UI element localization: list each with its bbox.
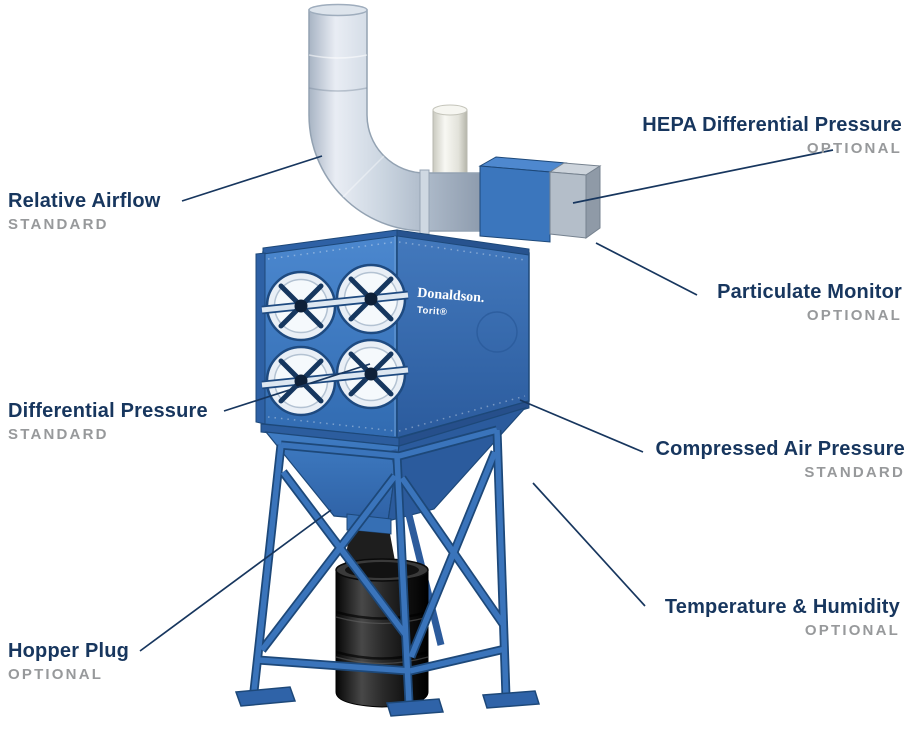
callout-label: Particulate Monitor [717, 281, 902, 303]
stand-beam [398, 427, 498, 459]
outlet-pipe-rim [432, 104, 468, 116]
callout-tag: STANDARD [8, 216, 109, 233]
callout-tag: OPTIONAL [806, 307, 902, 324]
drum-rib [335, 610, 429, 620]
leader-compressed-air-pressure [519, 399, 644, 453]
drum-rib [335, 656, 429, 665]
leader-hopper-plug [139, 509, 332, 652]
hepa-box-front [549, 171, 587, 239]
collector-cabinet: Donaldson. Torit® [255, 229, 530, 439]
stand-leg [494, 429, 509, 698]
duct-seam [308, 87, 368, 92]
callout-relative-airflow: Relative Airflow STANDARD [8, 190, 161, 233]
stand-leg [251, 444, 284, 692]
leader-differential-pressure [223, 363, 371, 412]
hepa-box-side [585, 165, 601, 239]
stand-feet [234, 686, 540, 717]
leader-particulate-monitor [595, 242, 698, 296]
drum-rib [335, 650, 429, 660]
leader-hepa-differential-pressure [572, 149, 834, 204]
callout-label: Differential Pressure [8, 400, 208, 422]
brand-sub-text: Torit® [417, 305, 448, 318]
leader-temperature-humidity [532, 482, 646, 607]
stand-foot [386, 698, 444, 717]
callout-hepa-differential-pressure: HEPA Differential Pressure OPTIONAL [642, 114, 902, 157]
callout-tag: OPTIONAL [804, 622, 900, 639]
duct-seam [308, 54, 368, 59]
callout-particulate-monitor: Particulate Monitor OPTIONAL [717, 281, 902, 324]
stand-frame [251, 427, 509, 704]
hopper-flange-side [398, 400, 530, 447]
leader-lines [139, 149, 834, 652]
callout-compressed-air-pressure: Compressed Air Pressure STANDARD [655, 438, 905, 481]
stand-brace [408, 450, 498, 659]
callout-hopper-plug: Hopper Plug OPTIONAL [8, 640, 129, 683]
callout-label: Compressed Air Pressure [655, 438, 905, 460]
stand-brace [259, 474, 398, 652]
callout-differential-pressure: Differential Pressure STANDARD [8, 400, 208, 443]
callout-temperature-humidity: Temperature & Humidity OPTIONAL [665, 596, 900, 639]
duct-flange [419, 169, 430, 235]
stand-strut [409, 646, 506, 674]
brand-logo: Donaldson. Torit® [417, 286, 485, 318]
duct-opening [308, 3, 368, 17]
callout-label: Temperature & Humidity [664, 596, 900, 618]
drum-rib [335, 616, 429, 625]
callout-label: Relative Airflow [8, 190, 161, 212]
stand-leg [394, 455, 412, 704]
filter-access-covers [261, 263, 409, 417]
callout-tag: OPTIONAL [806, 140, 902, 157]
plenum-front [479, 165, 551, 243]
stand-beam [280, 442, 400, 459]
callout-label: HEPA Differential Pressure [642, 114, 902, 136]
callout-tag: OPTIONAL [8, 666, 104, 683]
stand-strut [257, 657, 411, 674]
cabinet-top-rim-right [396, 229, 530, 256]
duct-seam [342, 155, 385, 198]
stand-foot [482, 690, 540, 709]
yoke-bar [261, 292, 409, 313]
hepa-module [478, 156, 602, 243]
exhaust-duct [308, 3, 487, 235]
stand-brace [280, 470, 408, 636]
callout-tag: STANDARD [804, 464, 905, 481]
rivet-seam [398, 395, 526, 432]
yoke-bar [261, 367, 409, 388]
brand-name-text: Donaldson. [417, 286, 485, 306]
stand-foot [234, 686, 297, 707]
leader-relative-airflow [181, 155, 323, 202]
callout-tag: STANDARD [8, 426, 109, 443]
callout-label: Hopper Plug [8, 640, 130, 662]
access-port [476, 311, 518, 353]
